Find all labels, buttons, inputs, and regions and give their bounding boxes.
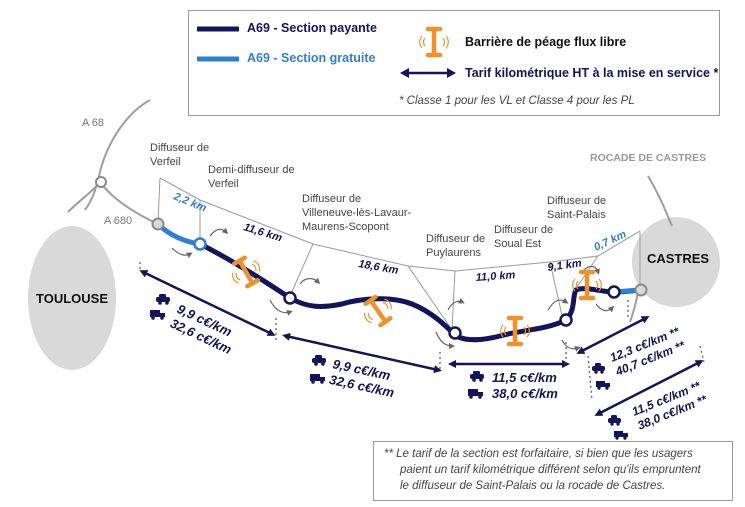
a68-branch	[67, 181, 101, 213]
tariff-span-lines	[139, 270, 704, 416]
toll-barrier-icon	[419, 25, 449, 59]
interchange-verfeil: Diffuseur de Verfeil	[150, 142, 212, 168]
tariff-block: 9,9 c€/km 32,6 c€/km	[168, 301, 235, 357]
distance-label: 11,0 km	[475, 269, 516, 284]
legend-toll-label: Barrière de péage flux libre	[465, 35, 627, 49]
car-icon	[156, 294, 170, 305]
castres-area	[632, 217, 720, 307]
tariff-vl: 11,5 c€/km	[492, 370, 557, 385]
tariff-block: 9,9 c€/km 32,6 c€/km	[328, 356, 396, 400]
interchange-puylaurens: Diffuseur de Puylaurens	[426, 233, 488, 259]
a68-junction	[95, 176, 107, 188]
distance-label: 9,1 km	[547, 257, 583, 274]
a68-label: A 68	[82, 117, 104, 129]
truck-icon	[614, 431, 628, 440]
castres-label: CASTRES	[647, 251, 709, 266]
a680-label: A 680	[104, 215, 132, 227]
distance-label: 18,6 km	[357, 258, 399, 277]
interchange-villeneuve: Diffuseur de Villeneuve-lès-Lavaur- Maur…	[302, 193, 414, 233]
free-section-swatch	[197, 56, 239, 62]
ramp-arrows	[171, 227, 615, 352]
legend-paid-label: A69 - Section payante	[247, 21, 377, 35]
toulouse-area	[28, 226, 116, 370]
interchange-saint-palais: Diffuseur de Saint-Palais	[547, 195, 609, 221]
interchange-node	[559, 313, 573, 327]
svg-text:38,0 c€/km: 38,0 c€/km	[492, 386, 558, 401]
tariff-pl: 38,0 c€/km	[492, 386, 558, 401]
interchange-node	[607, 285, 621, 299]
interchange-node	[283, 291, 297, 305]
leader-lines	[157, 177, 641, 331]
car-icon	[592, 363, 605, 374]
tariff-block: 11,5 c€/km 38,0 c€/km	[492, 370, 558, 401]
interchange-soual-est: Diffuseur de Soual Est	[494, 224, 556, 250]
interchange-node	[448, 326, 462, 340]
car-icon	[312, 355, 326, 366]
footnote-text: ** Le tarif de la section est forfaitair…	[384, 446, 728, 494]
footnote-line: ** Le tarif de la section est forfaitair…	[384, 448, 693, 460]
double-arrow-icon	[400, 68, 456, 78]
paid-section-swatch	[197, 26, 239, 32]
svg-text:11,5 c€/km: 11,5 c€/km	[492, 370, 557, 385]
truck-icon	[468, 389, 483, 399]
toulouse-label: TOULOUSE	[36, 291, 108, 306]
a69-free-section-west	[155, 221, 203, 247]
truck-icon	[596, 381, 610, 390]
interchange-node	[151, 217, 165, 231]
footnote-line: paient un tarif kilométrique différent s…	[400, 464, 701, 476]
rocade-road	[647, 175, 673, 227]
legend-class-note: * Classe 1 pour les VL et Classe 4 pour …	[399, 95, 635, 107]
truck-icon	[150, 310, 165, 320]
footnote-box: ** Le tarif de la section est forfaitair…	[373, 441, 733, 501]
legend: A69 - Section payante A69 - Section grat…	[188, 10, 720, 116]
distance-label: 0,7 km	[592, 228, 628, 253]
legend-tariff-label: Tarif kilométrique HT à la mise en servi…	[465, 66, 719, 80]
interchange-node	[193, 237, 207, 251]
car-icon	[608, 415, 621, 426]
footnote-line: le diffuseur de Saint-Palais ou la rocad…	[400, 480, 666, 492]
truck-icon	[310, 374, 325, 384]
interchange-node	[634, 283, 648, 297]
tariff-block: 11,5 c€/km ** 38,0 c€/km **	[630, 378, 710, 433]
a69-paid-section	[198, 241, 641, 343]
car-icon	[470, 371, 484, 382]
a68-road	[84, 99, 151, 211]
rocade-label: ROCADE DE CASTRES	[590, 152, 706, 164]
legend-free-label: A69 - Section gratuite	[247, 51, 376, 65]
tariff-span-dots	[139, 262, 705, 401]
interchange-demi-verfeil: Demi-diffuseur de Verfeil	[208, 164, 298, 190]
